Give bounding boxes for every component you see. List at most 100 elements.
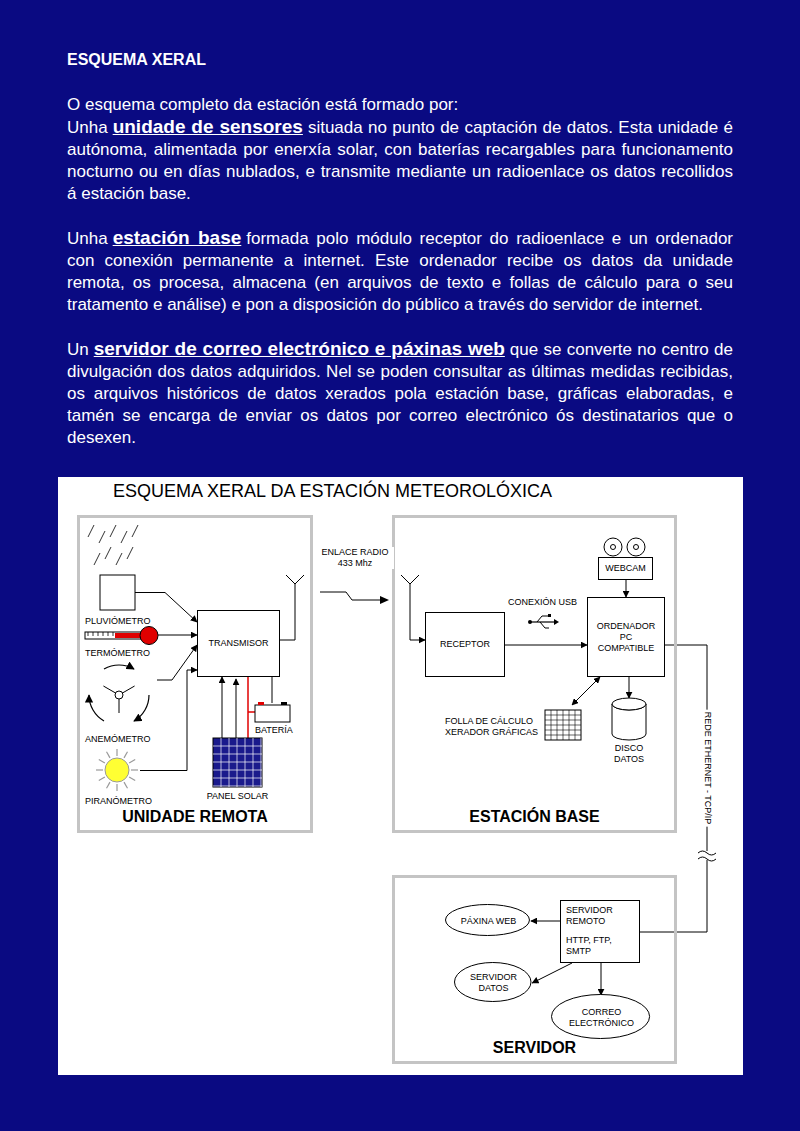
- anemometer: ANEMÓMETRO: [82, 663, 157, 731]
- reel-hub: [634, 545, 639, 550]
- stroke-line: [96, 769, 103, 770]
- region-heading: SERVIDOR: [395, 1039, 674, 1057]
- webcam-box: WEBCAM: [598, 557, 653, 580]
- part-label: TERMÓMETRO: [85, 648, 150, 659]
- rain-gauge: PLUVIÓMETRO: [100, 575, 135, 610]
- stroke-line: [88, 525, 94, 537]
- stroke-line: [131, 769, 138, 770]
- stroke-line: [124, 752, 128, 758]
- panel-body: [213, 738, 262, 787]
- box-label: CORREO ELECTRÓNICO: [568, 1007, 634, 1029]
- part-label: PIRANÓMETRO: [85, 796, 152, 807]
- service-ellipse: SERVIDOR DATOS: [455, 963, 533, 1003]
- ellipse-outline: [454, 963, 531, 1002]
- computer-box: ORDENADOR PC COMPATIBLE: [587, 597, 665, 677]
- spreadsheet: FOLLA DE CÁLCULO XERADOR GRÁFICAS: [443, 705, 583, 745]
- battery-symbol: BATERÍA: [255, 703, 290, 722]
- stroke-line: [545, 628, 549, 629]
- stroke-line: [107, 782, 111, 788]
- stroke-line: [132, 525, 138, 537]
- box-label: TRANSMISOR: [208, 638, 268, 649]
- service-ellipse: CORREO ELECTRÓNICO: [552, 995, 651, 1040]
- paragraph: Unservidor de correo electrónico e páxin…: [67, 338, 733, 449]
- connector: [626, 580, 627, 597]
- figure-group: [446, 905, 530, 936]
- sheet-grid: [545, 710, 581, 740]
- stroke-line: [410, 575, 419, 584]
- part-label: ANEMÓMETRO: [85, 734, 151, 745]
- node-figure: [612, 698, 646, 740]
- connector-label: ENLACE RADIO 433 Mhz: [316, 547, 394, 569]
- figure-group: [85, 627, 158, 645]
- box-label: PÁXINA WEB: [461, 916, 517, 927]
- stroke-line: [113, 632, 114, 636]
- connector: [272, 677, 273, 703]
- stroke-line: [88, 632, 89, 636]
- rotation-arrow: [134, 695, 149, 721]
- connector: [158, 635, 197, 636]
- unit-region: UNIDADE REMOTAPLUVIÓMETROTERMÓMETROANEMÓ…: [77, 515, 313, 833]
- usb-symbol: [528, 614, 559, 628]
- reel: [627, 538, 645, 556]
- service-ellipse: PÁXINA WEB: [446, 905, 531, 937]
- stroke-line: [237, 738, 238, 787]
- stroke-line: [93, 632, 94, 636]
- pyranometer: PIRANÓMETRO: [95, 748, 140, 793]
- node-figure: [255, 703, 290, 722]
- break-mark: [698, 851, 716, 861]
- paragraph: O esquema completo da estación está form…: [67, 94, 733, 116]
- stroke-line: [213, 746, 262, 747]
- paragraph: Unhaunidade de sensoressituada no punto …: [67, 116, 733, 205]
- node-figure: [213, 738, 262, 787]
- stroke-line: [103, 632, 104, 636]
- figure-group: [612, 698, 646, 740]
- part-label: FOLLA DE CÁLCULO XERADOR GRÁFICAS: [445, 716, 543, 738]
- connector: [222, 677, 223, 738]
- stroke-line: [110, 525, 116, 537]
- thermo-bulb: [140, 627, 158, 645]
- part-label: PANEL SOLAR: [207, 791, 269, 802]
- figure-group: [551, 995, 649, 1039]
- node-figure: [100, 575, 135, 610]
- stroke-line: [213, 762, 262, 763]
- connector: [601, 963, 602, 995]
- stroke-line: [107, 752, 111, 758]
- stroke-line: [540, 622, 545, 628]
- hub: [115, 691, 123, 699]
- box-label: ORDENADOR PC COMPATIBLE: [595, 621, 657, 654]
- box-label: SERVIDOR DATOS: [469, 972, 519, 994]
- page-heading: ESQUEMA XERAL: [67, 50, 206, 70]
- stroke-line: [537, 616, 542, 622]
- box-label: HTTP, FTP, SMTP: [566, 935, 622, 957]
- stroke-line: [116, 784, 117, 791]
- stroke-line: [213, 778, 262, 779]
- terminal: [258, 702, 264, 705]
- stroke-line: [124, 782, 128, 788]
- key-term: unidade de sensores: [113, 116, 303, 137]
- body-text: Un: [67, 340, 89, 359]
- figure-group: [604, 538, 645, 556]
- usb-dot: [528, 620, 532, 624]
- stroke-line: [213, 786, 262, 787]
- stroke-line: [247, 677, 249, 738]
- stroke-line: [545, 715, 581, 716]
- thermo-fluid: [115, 633, 143, 638]
- stroke-line: [545, 720, 581, 721]
- figure-group: [454, 963, 531, 1002]
- body-text: Unha: [67, 229, 108, 248]
- part-label: DISCO DATOS: [606, 743, 652, 765]
- stroke-line: [94, 553, 100, 565]
- stroke-line: [116, 749, 117, 756]
- connector-label: REDE ETHERNET - TCP/IP: [702, 710, 713, 827]
- stroke-line: [108, 632, 109, 636]
- stroke-line: [286, 575, 295, 584]
- break-gap: [698, 851, 716, 860]
- intro-text: O esquema completo da estación está form…: [67, 94, 733, 449]
- stroke-line: [261, 738, 262, 787]
- stroke-line: [129, 777, 135, 781]
- process-box: TRANSMISOR: [197, 610, 280, 677]
- station-region: ESTACIÓN BASERECEPTORWEBCAMORDENADOR PC …: [392, 515, 677, 833]
- solar-panel: PANEL SOLAR: [213, 738, 262, 787]
- connector-group: [135, 580, 707, 995]
